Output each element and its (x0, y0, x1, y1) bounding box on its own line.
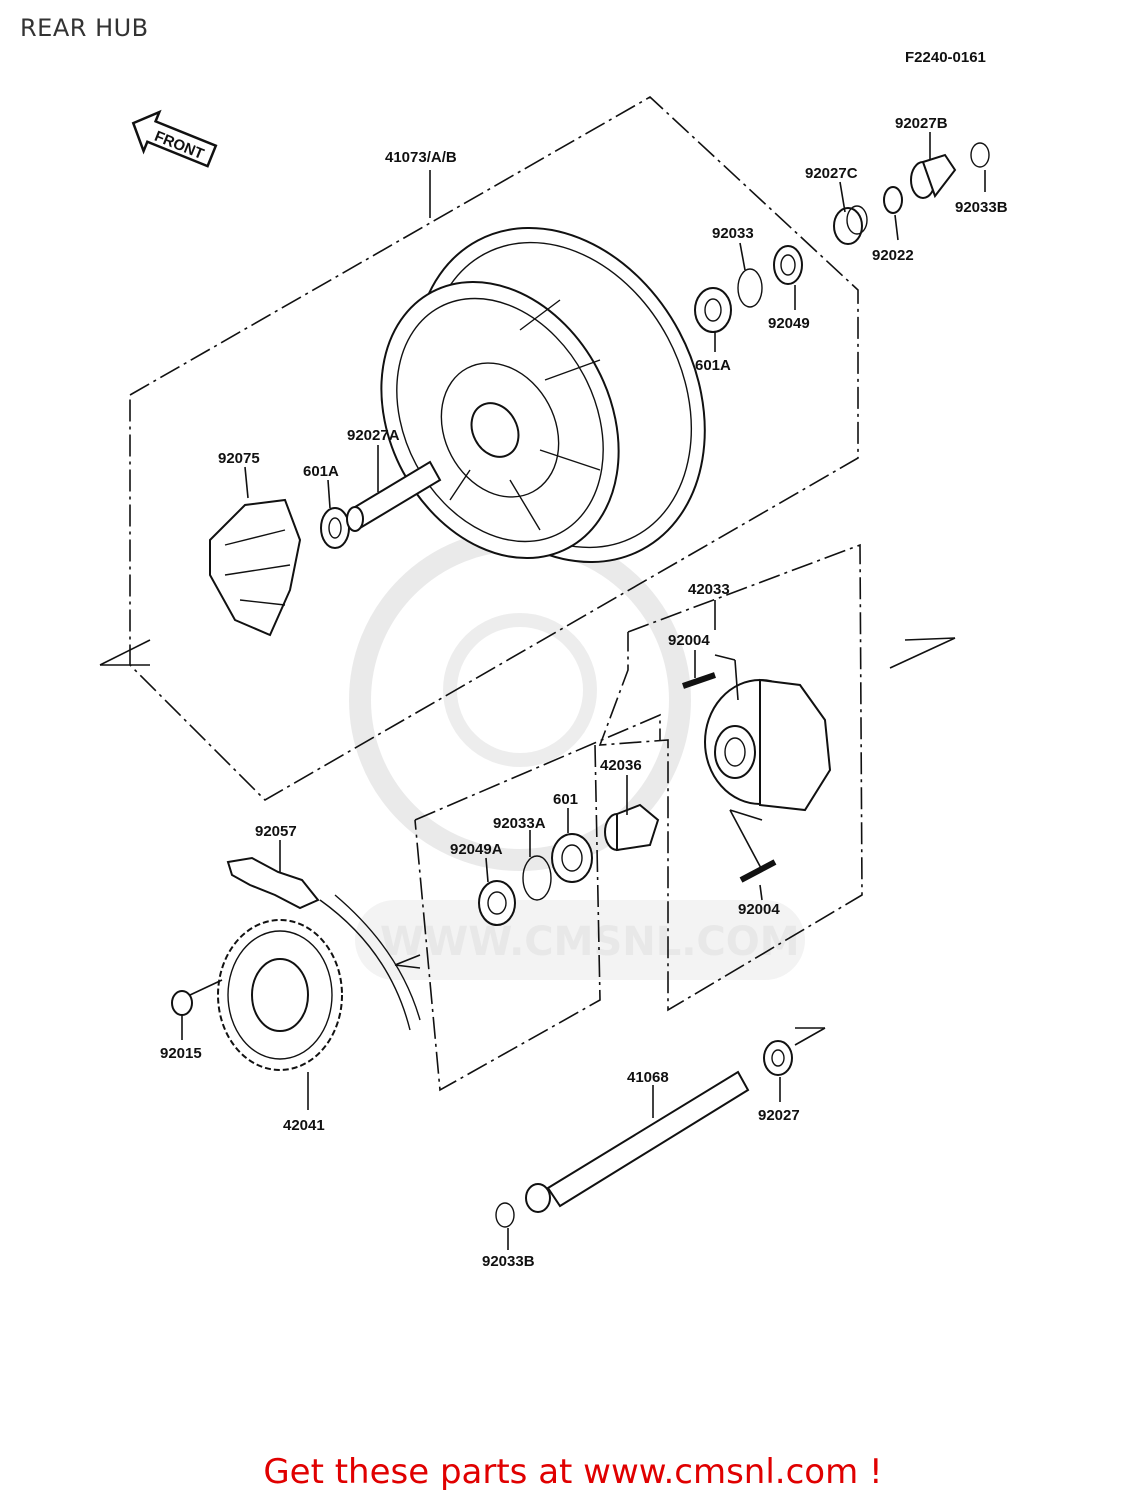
watermark-logo: WWW.CMSNL.COM (349, 529, 805, 980)
circlip-92033b-bottom[interactable] (495, 1202, 515, 1228)
label-42036: 42036 (600, 757, 642, 774)
oil-seal-92049a[interactable] (478, 880, 516, 926)
label-92049: 92049 (768, 315, 810, 332)
bearing-601[interactable] (551, 833, 593, 883)
label-92027a: 92027A (347, 427, 400, 444)
bearing-601a-right[interactable] (694, 287, 732, 333)
label-92004-bottom: 92004 (738, 901, 780, 918)
label-92027b: 92027B (895, 115, 948, 132)
rear-wheel[interactable] (335, 177, 762, 613)
watermark-text: WWW.CMSNL.COM (380, 919, 800, 965)
cmsnl-footer-link[interactable]: Get these parts at www.cmsnl.com ! (263, 1452, 883, 1492)
stud-92004-top[interactable] (682, 672, 716, 689)
drive-chain-92057[interactable] (226, 856, 421, 1031)
figure-code: F2240-0161 (905, 49, 986, 66)
leader-lines (181, 132, 986, 1250)
label-92033a: 92033A (493, 815, 546, 832)
label-601a-left: 601A (303, 463, 339, 480)
label-92075: 92075 (218, 450, 260, 467)
circlip-92033a[interactable] (522, 855, 552, 901)
label-92027c: 92027C (805, 165, 858, 182)
oil-seal-92049[interactable] (773, 245, 803, 285)
collar-42036[interactable] (604, 803, 660, 852)
label-92033b-top: 92033B (955, 199, 1008, 216)
label-42041: 42041 (283, 1117, 325, 1134)
wheel-group-outline (99, 96, 956, 801)
label-42033: 42033 (688, 581, 730, 598)
label-41073: 41073/A/B (385, 149, 457, 166)
label-41068: 41068 (627, 1069, 669, 1086)
page-title: REAR HUB (20, 14, 149, 42)
label-92033b-bottom: 92033B (482, 1253, 535, 1270)
rear-axle-41068[interactable] (525, 1070, 750, 1213)
oil-seal-92022[interactable] (883, 186, 903, 214)
collar-92027a[interactable] (346, 460, 442, 532)
circlip-92033[interactable] (737, 268, 763, 308)
label-92004-top: 92004 (668, 632, 710, 649)
label-601: 601 (553, 791, 578, 808)
bearing-601a-left[interactable] (320, 507, 350, 549)
collar-92027c[interactable] (833, 205, 868, 245)
collar-92027b[interactable] (910, 153, 957, 199)
label-92033: 92033 (712, 225, 754, 242)
front-arrow-icon: FRONT (131, 109, 218, 168)
rear-sprocket-42041[interactable] (217, 919, 343, 1071)
label-92015: 92015 (160, 1045, 202, 1062)
label-601a-right: 601A (695, 357, 731, 374)
label-92057: 92057 (255, 823, 297, 840)
label-92027: 92027 (758, 1107, 800, 1124)
hub-damper-92075[interactable] (209, 498, 302, 637)
part-labels: 41073/A/B 92027C 92027B 92033B 92022 920… (160, 115, 1008, 1270)
collar-92027[interactable] (763, 1040, 793, 1076)
sprocket-coupling-42033[interactable] (704, 678, 832, 812)
stud-92004-bottom[interactable] (739, 859, 777, 883)
label-92022: 92022 (872, 247, 914, 264)
nut-92015[interactable] (171, 990, 193, 1016)
coupling-group-outline (394, 543, 863, 1092)
label-92049a: 92049A (450, 841, 503, 858)
circlip-92033b-top[interactable] (970, 142, 990, 168)
